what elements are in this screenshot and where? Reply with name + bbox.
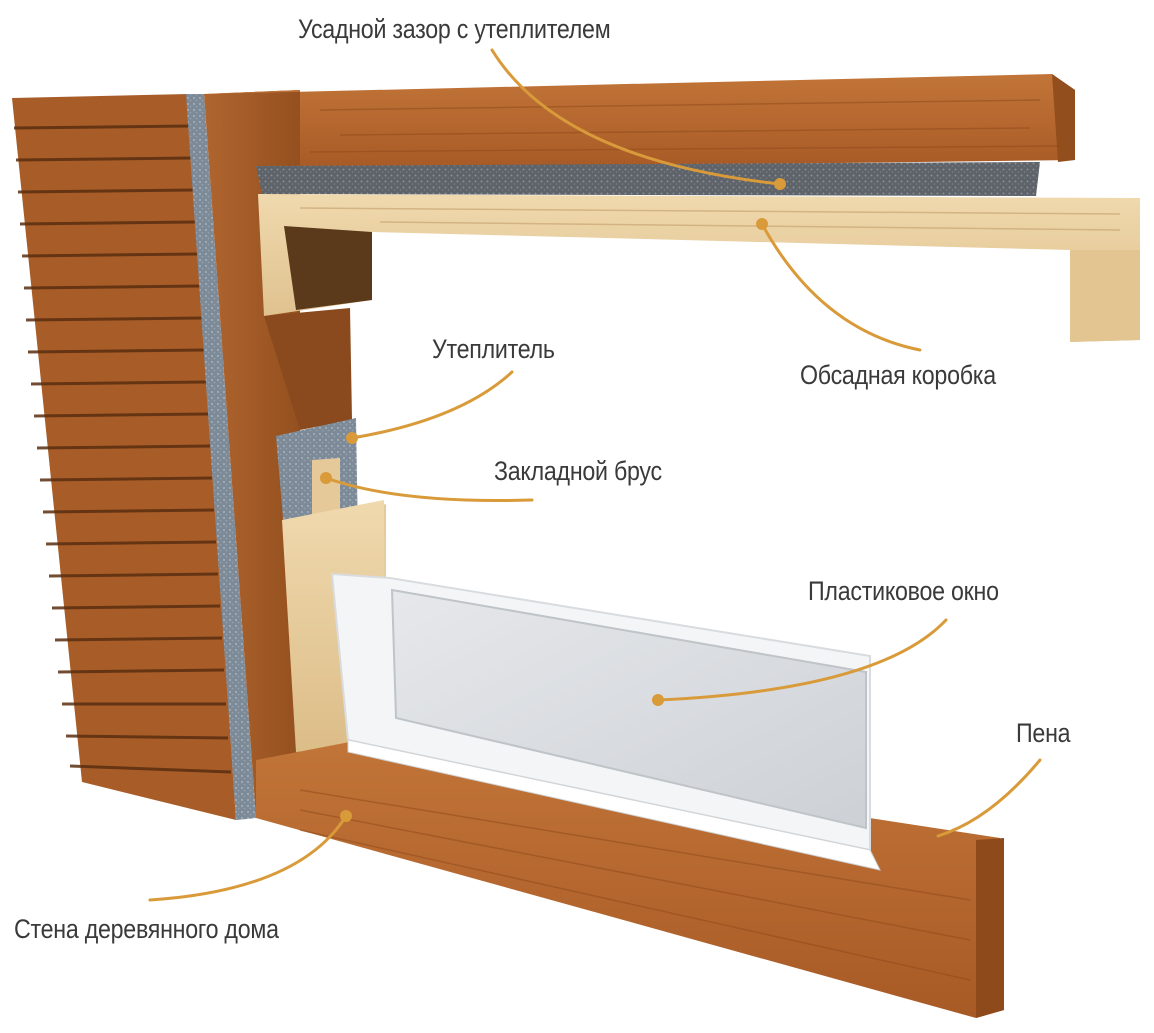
bottom-sill-beam: [256, 740, 1004, 1018]
shrink-gap-insulation: [256, 162, 1040, 196]
casing-box-top: [258, 194, 1140, 342]
label-plastic-window: Пластиковое окно: [808, 576, 999, 606]
label-shrink-gap: Усадной зазор с утеплителем: [298, 14, 611, 44]
label-foam: Пена: [1016, 718, 1071, 748]
top-lintel-beam: [204, 74, 1075, 170]
log-wall-planks: [12, 94, 236, 820]
label-embedded-beam: Закладной брус: [494, 456, 662, 486]
label-house-wall: Стена деревянного дома: [14, 914, 279, 944]
casing-side-cavity: [264, 308, 352, 430]
leader-lines: [148, 48, 1042, 902]
wall-insulation-strip: [186, 94, 256, 820]
label-casing-box: Обсадная коробка: [800, 360, 996, 390]
label-insulation: Утеплитель: [432, 334, 555, 364]
leader-dots: [320, 178, 786, 822]
plastic-window: [330, 572, 881, 871]
